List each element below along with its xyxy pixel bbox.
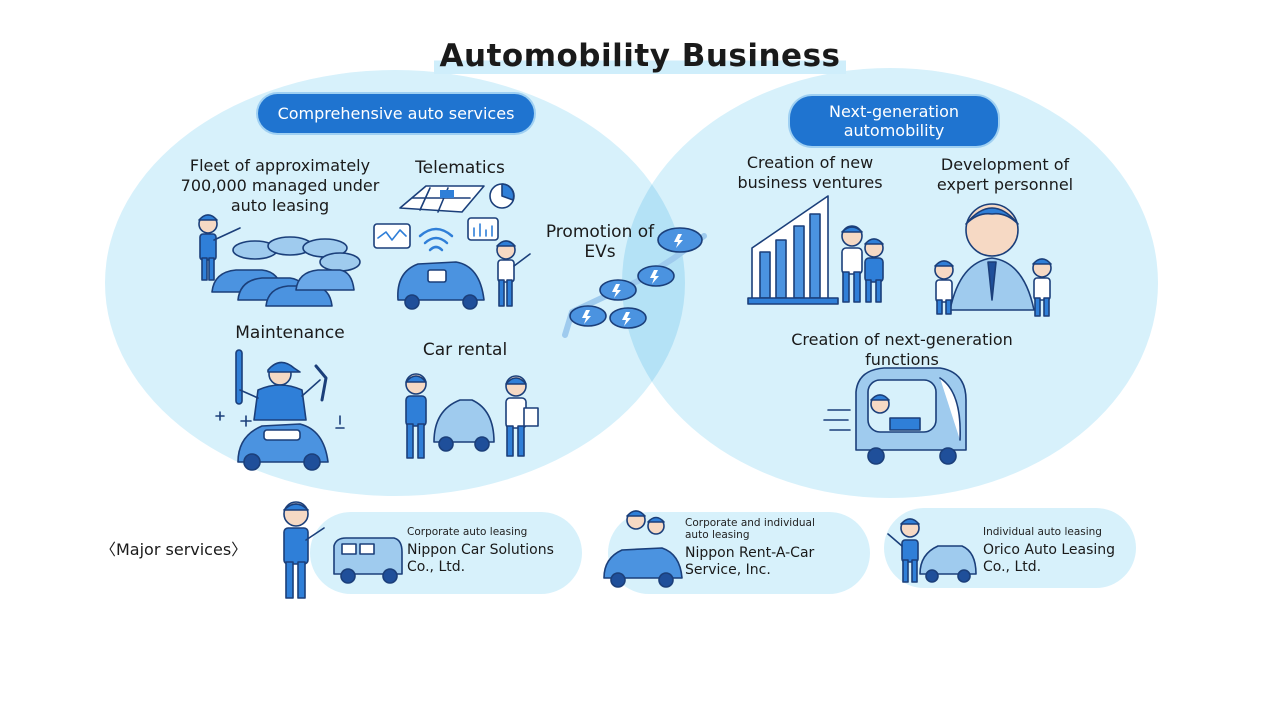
ventures-line1: Creation of new [746,153,874,172]
car-rental-label: Car rental [422,340,508,360]
right-heading-pill: Next-generation automobility [790,96,998,146]
left-bubble [105,70,685,496]
service-2-text: Corporate and individual auto leasing Ni… [685,517,865,579]
right-bubble [622,68,1158,498]
fleet-line3: auto leasing [230,196,330,215]
major-services-label: 〈Major services〉 [100,540,248,559]
right-heading-line1: Next-generation [828,102,960,121]
ev-promotion-label: Promotion of EVs [530,222,670,262]
personnel-line2: expert personnel [936,175,1074,194]
service-2-tag-line1: Corporate and individual [685,517,815,529]
functions-line2: functions [865,350,939,369]
ventures-label: Creation of new business ventures [715,153,905,193]
service-2-name-line2: Service, Inc. [685,562,771,578]
maintenance-label: Maintenance [235,323,345,343]
personnel-line1: Development of [940,155,1070,174]
service-1-text: Corporate auto leasing Nippon Car Soluti… [407,526,582,576]
left-heading-text: Comprehensive auto services [277,104,515,123]
ev-line2: EVs [584,242,616,262]
fleet-line2: 700,000 managed under [180,176,380,195]
service-1-name-line2: Co., Ltd. [407,559,466,575]
service-2-name-line1: Nippon Rent-A-Car [685,545,815,561]
service-2-tag-line2: auto leasing [685,529,750,541]
left-heading-pill: Comprehensive auto services [258,94,534,133]
page-title: Automobility Business [0,38,1280,74]
right-heading-line2: automobility [843,121,945,140]
fleet-label: Fleet of approximately 700,000 managed u… [170,156,390,216]
service-1-tag: Corporate auto leasing [407,526,528,538]
service-3-name-line2: Co., Ltd. [983,559,1042,575]
telematics-label: Telematics [415,158,505,178]
personnel-label: Development of expert personnel [915,155,1095,195]
functions-line1: Creation of next-generation [791,330,1013,349]
functions-label: Creation of next-generation functions [752,330,1052,370]
page-title-text: Automobility Business [433,38,847,74]
service-3-name-line1: Orico Auto Leasing [983,542,1116,558]
service-3-tag: Individual auto leasing [983,526,1102,538]
ventures-line2: business ventures [737,173,883,192]
service-1-name-line1: Nippon Car Solutions [407,542,554,558]
ev-line1: Promotion of [545,222,655,242]
fleet-line1: Fleet of approximately [189,156,371,175]
service-3-text: Individual auto leasing Orico Auto Leasi… [983,526,1133,576]
